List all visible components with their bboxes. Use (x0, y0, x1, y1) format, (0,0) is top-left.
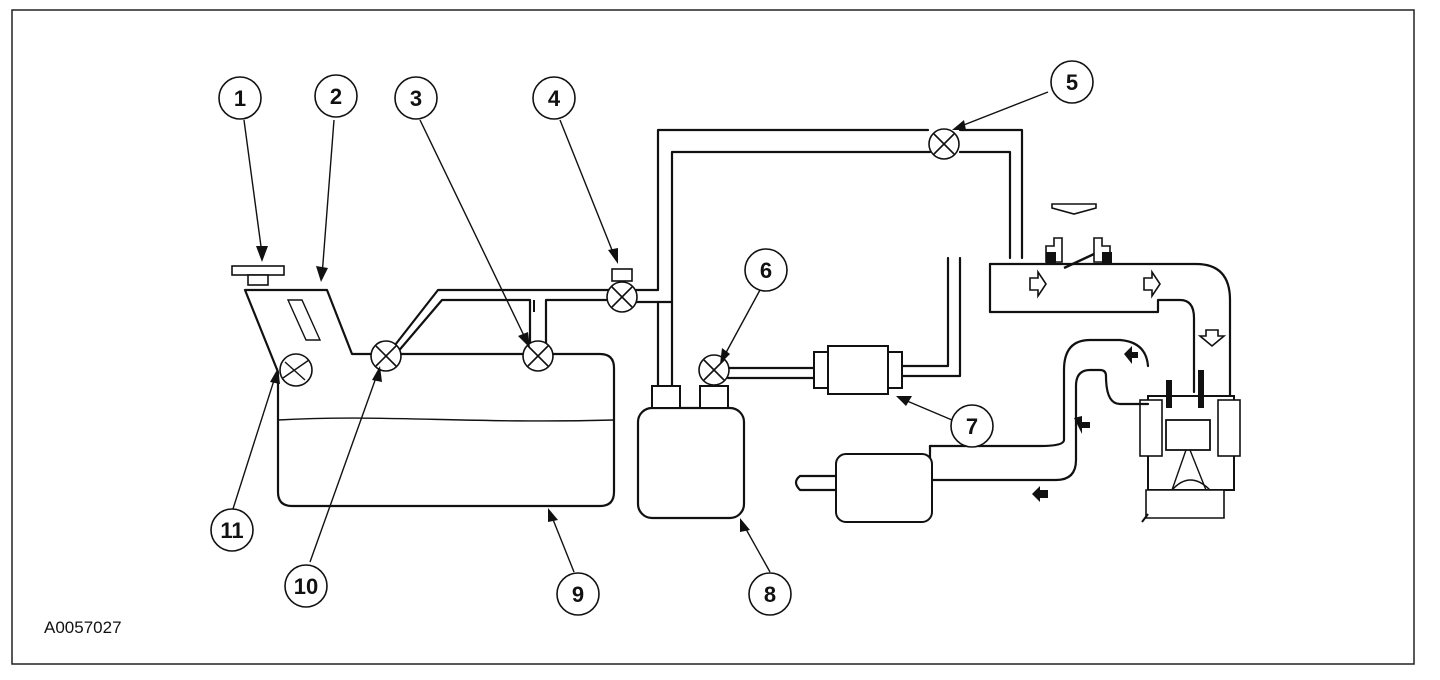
figure-id: A0057027 (44, 618, 122, 637)
svg-text:1: 1 (234, 86, 246, 111)
svg-text:3: 3 (410, 86, 422, 111)
svg-text:6: 6 (760, 258, 772, 283)
svg-text:7: 7 (966, 414, 978, 439)
leader-lines (231, 91, 1049, 573)
callout-5: 5 (1050, 60, 1094, 104)
pressure-sensor (611, 268, 633, 282)
callout-11: 11 (210, 508, 254, 552)
fuel-tank (243, 288, 616, 508)
intake-manifold (988, 237, 1232, 402)
svg-text:10: 10 (294, 574, 318, 599)
vapor-line-tank (386, 288, 612, 356)
svg-text:8: 8 (764, 582, 776, 607)
callout-2: 2 (314, 74, 358, 118)
fill-check-valve (279, 353, 313, 387)
diagram-border (11, 9, 1415, 665)
valve-3 (522, 340, 554, 372)
vent-filter (813, 345, 903, 395)
callout-9: 9 (556, 572, 600, 616)
callout-4: 4 (532, 76, 576, 120)
fuel-fill-cap (231, 265, 285, 286)
exhaust-system (794, 338, 1150, 523)
valve-5 (928, 128, 960, 160)
callout-3: 3 (394, 76, 438, 120)
svg-text:11: 11 (220, 518, 243, 543)
svg-text:5: 5 (1066, 70, 1078, 95)
callout-6: 6 (744, 248, 788, 292)
callout-7: 7 (950, 404, 994, 448)
valve-4 (606, 281, 638, 313)
callout-1: 1 (218, 76, 262, 120)
engine (1139, 370, 1241, 523)
callout-8: 8 (748, 572, 792, 616)
valve-10 (370, 340, 402, 372)
svg-text:2: 2 (330, 84, 342, 109)
leader-arrowheads (256, 120, 966, 532)
callout-10: 10 (284, 564, 328, 608)
svg-text:4: 4 (548, 86, 561, 111)
evap-canister (636, 385, 746, 520)
flow-arrows (1029, 203, 1227, 502)
svg-text:9: 9 (572, 582, 584, 607)
